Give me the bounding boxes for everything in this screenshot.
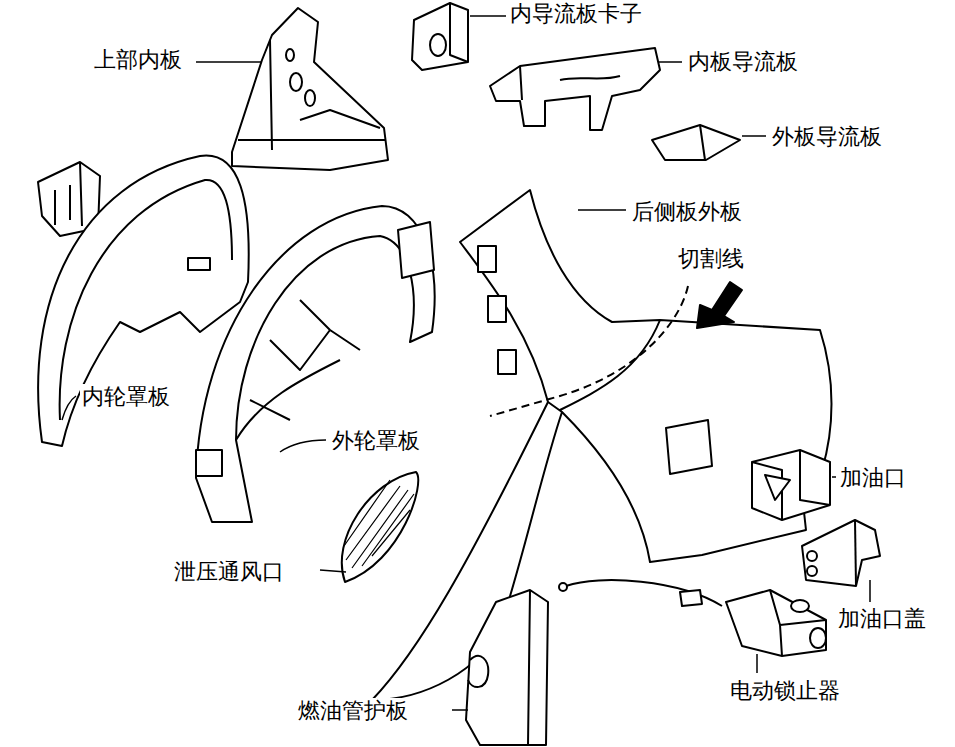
part-label: 泄压通风口	[172, 559, 286, 584]
part-label: 加油口盖	[836, 606, 928, 631]
part-label: 加油口	[838, 465, 908, 490]
part-label: 燃油管护板	[296, 698, 410, 723]
part-label: 内轮罩板	[80, 384, 172, 409]
part-label: 外轮罩板	[330, 428, 422, 453]
part-label: 电动锁止器	[728, 678, 842, 703]
part-label: 切割线	[676, 246, 746, 271]
part-label: 内导流板卡子	[508, 1, 644, 26]
part-label: 后侧板外板	[630, 199, 744, 224]
part-label: 外板导流板	[770, 124, 884, 149]
part-label: 上部内板	[92, 47, 184, 72]
part-label: 内板导流板	[686, 49, 800, 74]
